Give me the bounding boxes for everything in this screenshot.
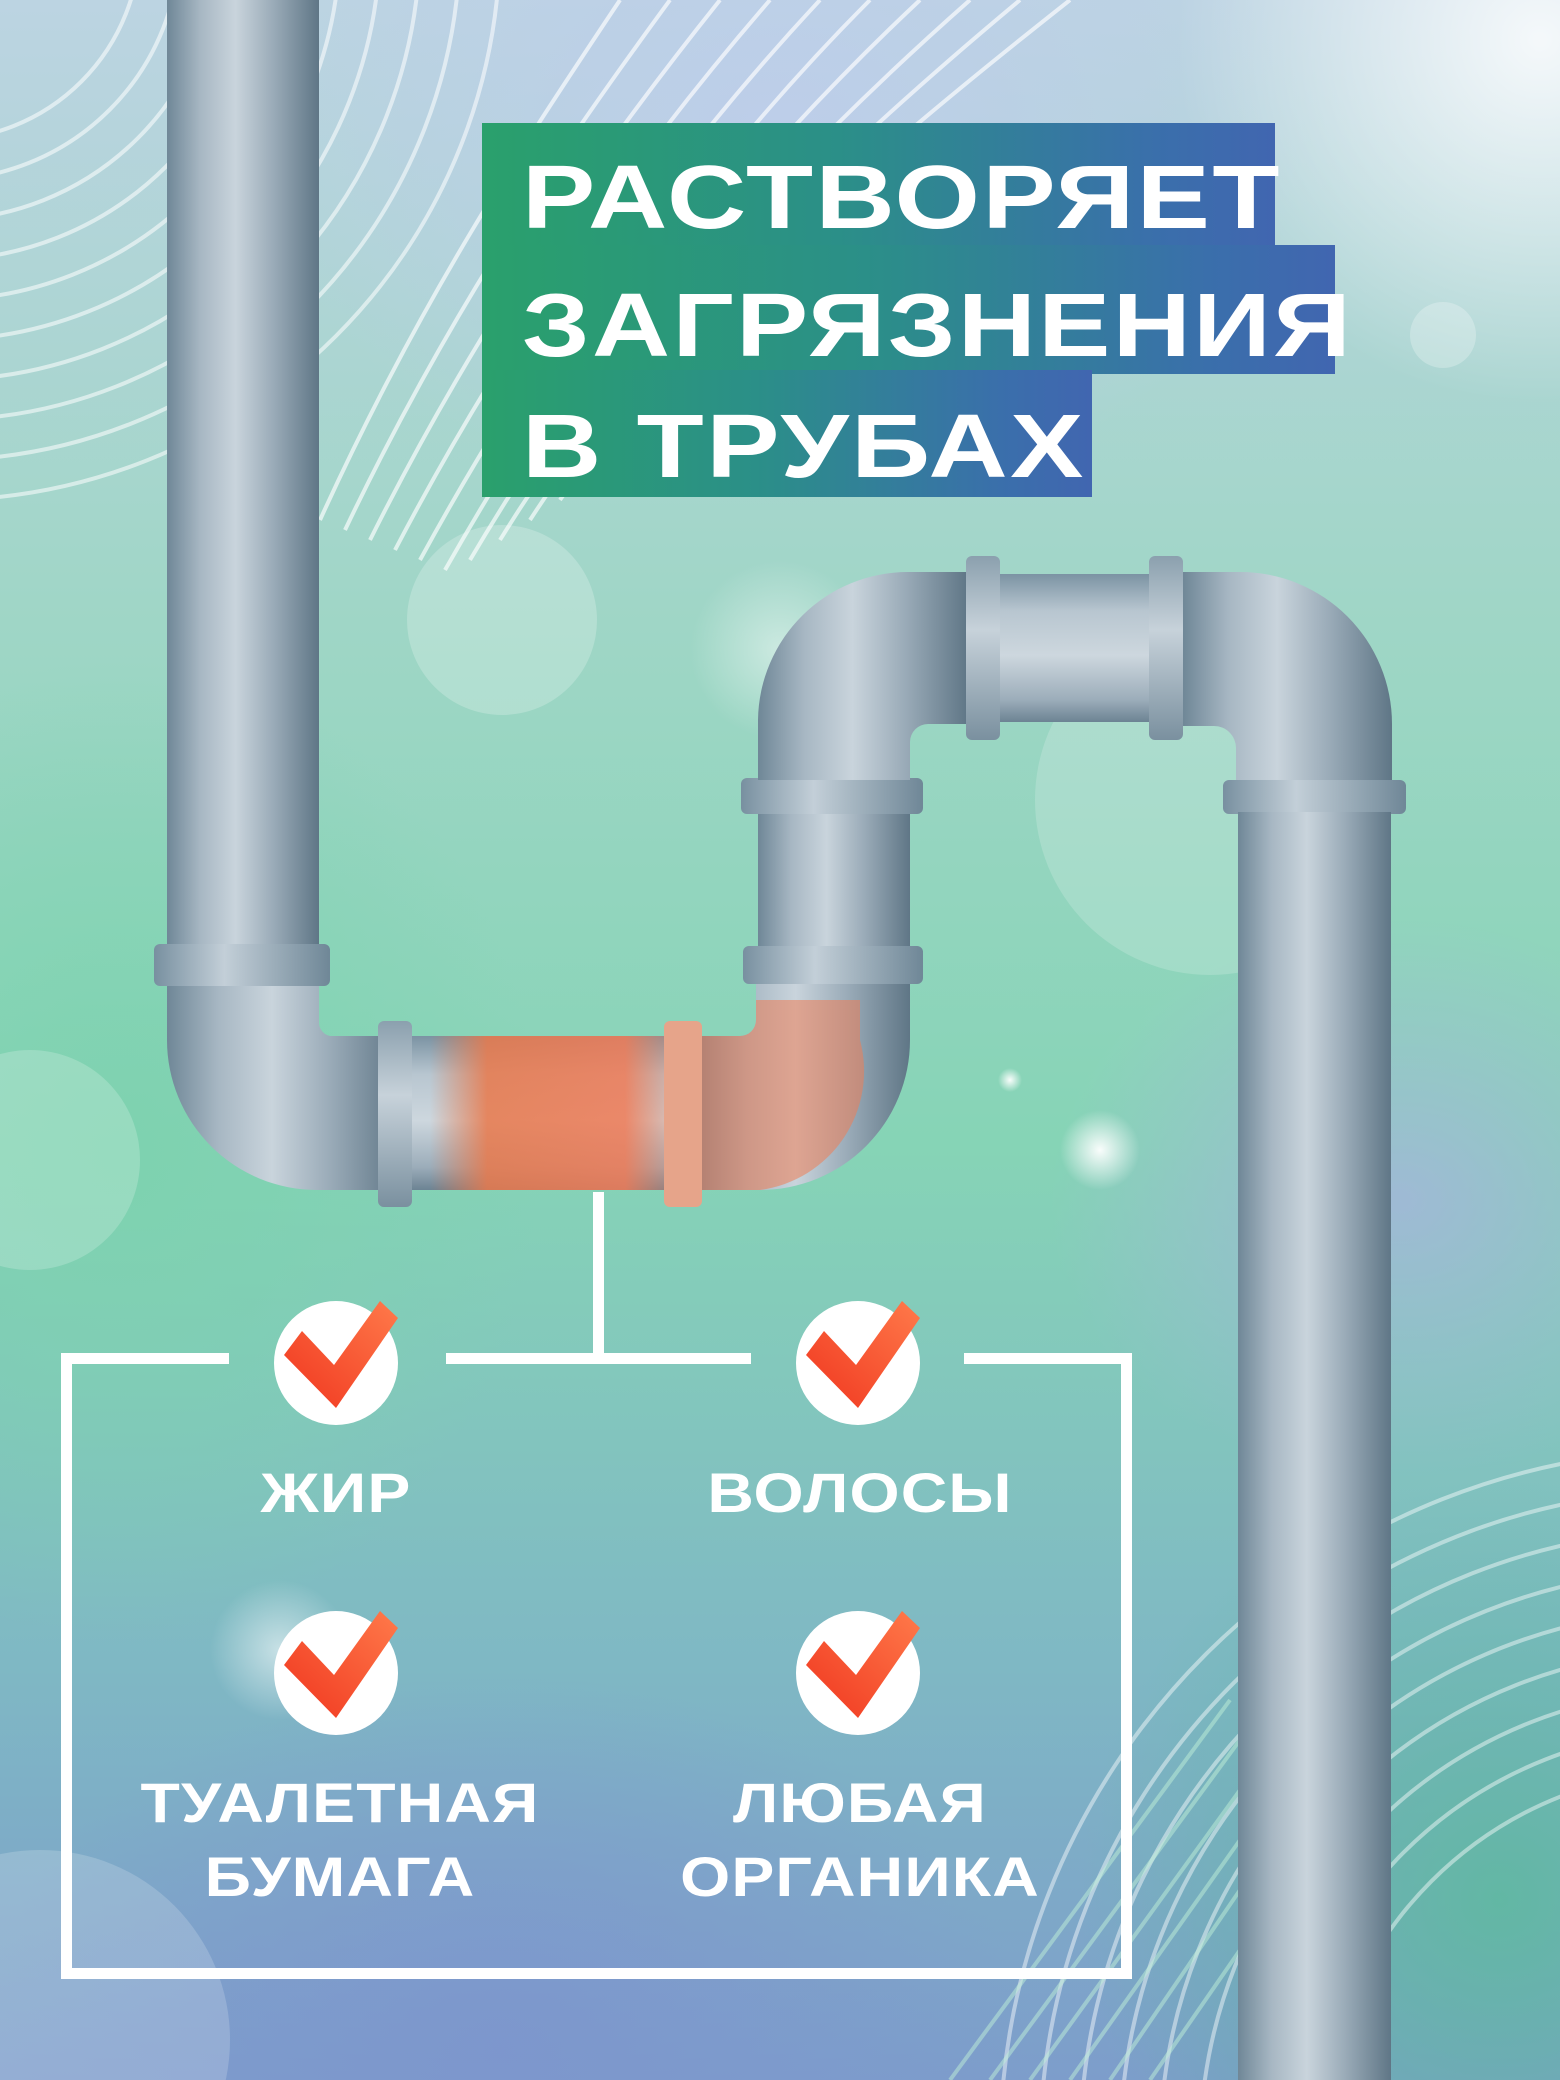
pipe-left-vertical xyxy=(167,0,319,960)
feature-label-toilet-paper: ТУАЛЕТНАЯ БУМАГА xyxy=(110,1766,570,1914)
feature-check-hair xyxy=(796,1301,920,1425)
pipe-horizontal-top xyxy=(998,574,1150,722)
headline-line-1: РАСТВОРЯЕТ xyxy=(522,148,1282,248)
feature-label-line: ОРГАНИКА xyxy=(680,1845,1040,1908)
feature-label-grease: ЖИР xyxy=(106,1456,566,1530)
frame-bottom xyxy=(61,1968,1132,1979)
pipe-flange xyxy=(966,556,1000,740)
clog-highlight xyxy=(430,1036,690,1190)
pipe-middle-vertical xyxy=(758,812,910,948)
feature-label-line: ВОЛОСЫ xyxy=(707,1461,1013,1524)
pipe-collar xyxy=(1223,780,1406,814)
feature-check-toilet-paper xyxy=(274,1611,398,1735)
headline-line-2: ЗАГРЯЗНЕНИЯ xyxy=(522,276,1354,376)
pipe-collar xyxy=(741,778,923,814)
connector-stem xyxy=(593,1192,604,1362)
pipe-elbow-top-right xyxy=(1183,572,1392,782)
feature-check-grease xyxy=(274,1301,398,1425)
pipe-elbow-bottom-left xyxy=(167,984,400,1190)
headline-line-3: В ТРУБАХ xyxy=(522,397,1086,497)
pipe-flange-dirty xyxy=(664,1021,702,1207)
headline-row-2: ЗАГРЯЗНЕНИЯ xyxy=(482,245,1351,374)
frame-top-middle xyxy=(446,1353,751,1364)
feature-label-line: БУМАГА xyxy=(204,1845,476,1908)
feature-label-line: ЛЮБАЯ xyxy=(732,1771,987,1834)
headline-row-3: В ТРУБАХ xyxy=(482,370,1092,497)
checkmark-icon xyxy=(806,1611,920,1718)
bokeh-circle xyxy=(0,1850,230,2080)
feature-label-hair: ВОЛОСЫ xyxy=(630,1456,1090,1530)
feature-check-organics xyxy=(796,1611,920,1735)
frame-top-right xyxy=(964,1353,1132,1364)
checkmark-icon xyxy=(284,1611,398,1718)
checkmark-icon xyxy=(284,1301,398,1408)
headline-row-1: РАСТВОРЯЕТ xyxy=(482,123,1279,248)
frame-top-left xyxy=(61,1353,229,1364)
glow-spot xyxy=(998,1068,1022,1092)
feature-label-organics: ЛЮБАЯ ОРГАНИКА xyxy=(630,1766,1090,1914)
bokeh-circle xyxy=(407,525,597,715)
frame-right xyxy=(1121,1353,1132,1979)
pipe-collar xyxy=(743,946,923,984)
feature-label-line: ТУАЛЕТНАЯ xyxy=(140,1771,540,1834)
pipe-collar xyxy=(154,944,330,986)
feature-label-line: ЖИР xyxy=(260,1461,412,1524)
glow-spot xyxy=(1060,1110,1140,1190)
decor-lines-bottom xyxy=(948,1698,1242,2080)
pipe-flange xyxy=(378,1021,412,1207)
bokeh-circle xyxy=(1410,302,1476,368)
checkmark-icon xyxy=(806,1301,920,1408)
frame-left xyxy=(61,1353,72,1979)
pipe-flange xyxy=(1149,556,1183,740)
pipe-elbow-top-left xyxy=(758,571,968,780)
pipe-right-vertical xyxy=(1238,812,1391,2080)
clog-highlight-elbow xyxy=(702,1000,865,1190)
bokeh-circle xyxy=(0,1050,140,1270)
